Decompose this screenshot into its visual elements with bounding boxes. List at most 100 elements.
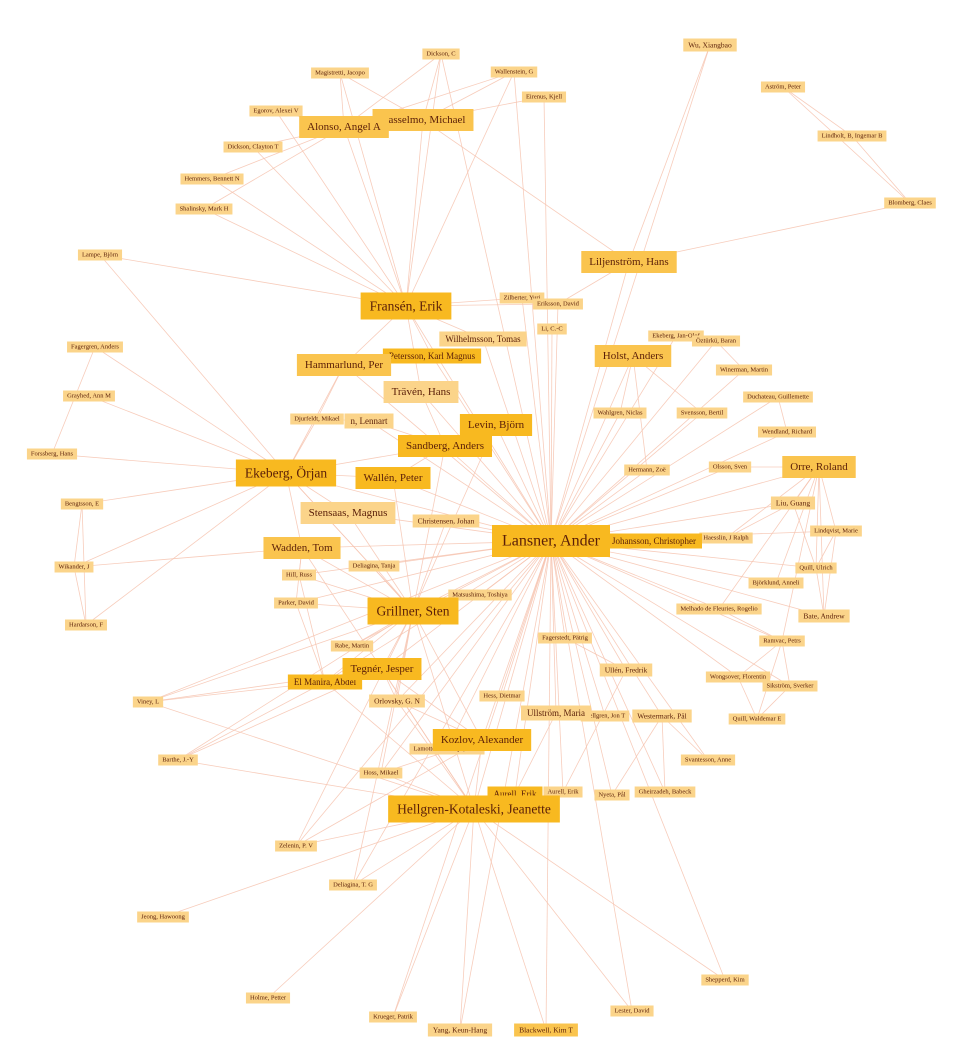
node-westermark[interactable]: Westermark, Pål: [632, 709, 692, 723]
node-yang[interactable]: Yang, Keun-Hang: [427, 1023, 493, 1037]
node-ullen[interactable]: Ullén, Fredrik: [599, 663, 653, 677]
node-wallenstein[interactable]: Wallenstein, G: [490, 66, 538, 78]
node-orlovsky[interactable]: Orlovsky, G. N: [369, 694, 425, 708]
node-rabe[interactable]: Rabe, Martin: [330, 640, 374, 652]
node-jeong[interactable]: Jeong, Hawoong: [137, 911, 189, 923]
node-wikander[interactable]: Wikander, J: [54, 561, 94, 573]
node-label-bjorklund: Björklund, Anneli: [753, 580, 800, 587]
node-barthe[interactable]: Barthe, J.-Y: [158, 754, 198, 766]
node-hess[interactable]: Hess, Dietmar: [479, 690, 525, 702]
node-dickson_c[interactable]: Dickson, C: [422, 48, 460, 60]
node-dickson_ct[interactable]: Dickson, Clayton T: [223, 141, 283, 153]
node-sikstrom[interactable]: Sikström, Sverker: [762, 680, 818, 692]
node-djurfeldt[interactable]: Djurfeldt, Mikael: [290, 413, 344, 425]
node-olsson[interactable]: Olsson, Sven: [708, 461, 752, 473]
node-lansner[interactable]: Lansner, Ander: [492, 525, 610, 557]
node-lampe[interactable]: Lampe, Björn: [77, 249, 123, 261]
node-kozlov[interactable]: Kozlov, Alexander: [432, 729, 532, 751]
node-stensaas[interactable]: Stensaas, Magnus: [300, 502, 396, 524]
node-johansson[interactable]: Johansson, Christopher: [606, 533, 702, 549]
node-ekeberg_jo[interactable]: Ekeberg, Jan-Olof: [648, 330, 704, 342]
node-grayhed[interactable]: Grayhed, Ann M: [63, 390, 115, 402]
node-deliagina_tg[interactable]: Deliagina, T. G: [329, 879, 377, 891]
node-wongsover[interactable]: Wongsover, Florentin: [705, 671, 771, 683]
node-petersson[interactable]: Petersson, Karl Magnus: [382, 348, 482, 364]
node-deliagina[interactable]: Deliagina, Tanja: [348, 560, 400, 572]
node-lic[interactable]: Li, C.-C: [537, 323, 567, 335]
node-liljenstrom[interactable]: Liljenström, Hans: [581, 251, 677, 273]
node-alonso[interactable]: Alonso, Angel A: [299, 116, 389, 138]
node-bate[interactable]: Bate, Andrew: [798, 609, 850, 623]
node-wu[interactable]: Wu, Xiangbao: [683, 38, 737, 52]
node-krueger[interactable]: Krueger, Patrik: [369, 1011, 417, 1023]
node-wendland[interactable]: Wendland, Richard: [757, 426, 817, 438]
node-matsushima[interactable]: Matsushima, Toshiya: [448, 589, 512, 601]
node-parker[interactable]: Parker, David: [274, 597, 318, 609]
node-lindholt[interactable]: Lindholt, B, Ingemar B: [817, 130, 887, 142]
node-ekeberg_o[interactable]: Ekeberg, Örjan: [235, 459, 337, 487]
node-quill_w[interactable]: Quill, Waldemar E: [728, 713, 786, 725]
node-quill[interactable]: Quill, Ulrich: [795, 562, 837, 574]
node-astrom[interactable]: Aström, Peter: [760, 81, 806, 93]
node-ozturk[interactable]: Öztürkü, Baran: [691, 335, 741, 347]
node-winerman[interactable]: Winerman, Martin: [715, 364, 773, 376]
node-box-eirenus: [521, 91, 567, 103]
node-sandberg[interactable]: Sandberg, Anders: [397, 435, 493, 457]
node-blackwell[interactable]: Blackwell, Kim T: [514, 1023, 578, 1037]
node-hammarlund[interactable]: Hammarlund, Per: [296, 354, 392, 376]
node-christensen[interactable]: Christensen, Johan: [412, 514, 480, 528]
node-gheirzadeh[interactable]: Gheirzadeh, Babeck: [634, 786, 696, 798]
node-wadden[interactable]: Wadden, Tom: [263, 537, 341, 559]
node-melhado[interactable]: Melhado de Fleuries, Rogelio: [676, 603, 762, 615]
node-shalinsky[interactable]: Shalinsky, Mark H: [175, 203, 233, 215]
node-holst[interactable]: Holst, Anders: [594, 345, 672, 367]
node-hellgren_j[interactable]: Hellgren, Jon T: [580, 710, 630, 722]
node-wallen[interactable]: Wallén, Peter: [355, 467, 431, 489]
node-grillner[interactable]: Grillner, Sten: [367, 597, 459, 625]
node-lennart[interactable]: n, Lennart: [344, 413, 394, 429]
node-duchateau[interactable]: Duchateau, Guillemette: [743, 391, 813, 403]
node-zelenin[interactable]: Zelenin, P. V: [275, 840, 317, 852]
node-fagergren[interactable]: Fagergren, Anders: [67, 341, 123, 353]
edge-lansner-to-svensson_b: [550, 412, 703, 542]
node-hellgren_k[interactable]: Hellgren-Kotaleski, Jeanette: [388, 795, 560, 823]
node-nyeta[interactable]: Nyeta, Pål: [594, 789, 630, 801]
node-hermann[interactable]: Hermann, Zoë: [624, 464, 670, 476]
node-zilberter[interactable]: Zilberter, Yuri: [499, 292, 545, 304]
node-blomberg[interactable]: Blomberg, Claes: [884, 197, 936, 209]
node-ullstrom[interactable]: Ullström, Maria: [521, 705, 591, 721]
node-egorov[interactable]: Egorov, Alexei V: [249, 105, 303, 117]
node-aurell_e2[interactable]: Aurell, Erik: [543, 786, 583, 798]
node-forssberg[interactable]: Forssberg, Hans: [26, 448, 78, 460]
node-hoss[interactable]: Hoss, Mikael: [359, 767, 403, 779]
node-viney[interactable]: Viney, L: [132, 696, 164, 708]
node-lester[interactable]: Lester, David: [610, 1005, 654, 1017]
node-levin[interactable]: Levin, Björn: [459, 414, 533, 436]
node-hasselmo[interactable]: Hasselmo, Michael: [372, 109, 474, 131]
node-hill[interactable]: Hill, Russ: [281, 569, 317, 581]
node-lindqvist[interactable]: Lindqvist, Marie: [810, 525, 862, 537]
node-svantesson[interactable]: Svantesson, Anne: [680, 754, 736, 766]
node-bjorklund[interactable]: Björklund, Anneli: [748, 577, 804, 589]
node-box-sandberg: [397, 435, 493, 457]
node-haesslin[interactable]: Haesslin, J Ralph: [699, 532, 753, 544]
node-wahlgren[interactable]: Wahlgren, Niclas: [593, 407, 647, 419]
node-wilhelmsson[interactable]: Wilhelmsson, Tomas: [439, 331, 527, 347]
node-magistretti[interactable]: Magistretti, Jacopo: [311, 67, 369, 79]
node-bengtsson[interactable]: Bengtsson, E: [60, 498, 104, 510]
node-eirenus[interactable]: Eirenus, Kjell: [521, 91, 567, 103]
node-eriksson[interactable]: Eriksson, David: [533, 298, 583, 310]
node-ramvac[interactable]: Ramvac, Petrs: [759, 635, 805, 647]
node-traven[interactable]: Trävén, Hans: [383, 381, 459, 403]
node-orre[interactable]: Orre, Roland: [782, 456, 856, 478]
node-fransen[interactable]: Fransén, Erik: [360, 292, 452, 320]
node-shepperd[interactable]: Shepperd, Kim: [701, 974, 749, 986]
node-fagerstedt[interactable]: Fagerstedt, Pätrig: [538, 632, 592, 644]
node-liu[interactable]: Liu, Guang: [770, 496, 816, 510]
node-holme[interactable]: Holme, Petter: [245, 992, 291, 1004]
node-svensson_b[interactable]: Svensson, Bertil: [676, 407, 728, 419]
node-hemmers[interactable]: Hemmers, Bennett N: [180, 173, 244, 185]
node-tegner[interactable]: Tegnér, Jesper: [342, 658, 422, 680]
node-box-zelenin: [275, 840, 317, 852]
node-hardarson[interactable]: Hardarson, F: [65, 619, 107, 631]
